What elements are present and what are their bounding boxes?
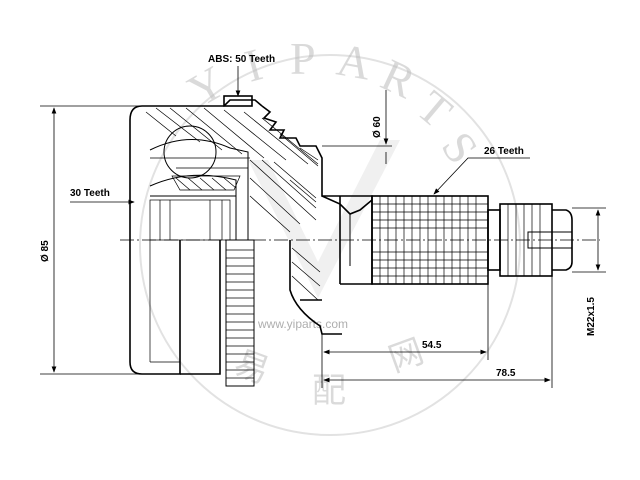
watermark-letter: R <box>374 49 424 108</box>
teeth-26-label: 26 Teeth <box>484 146 524 157</box>
abs-callout: ABS: 50 Teeth <box>208 54 275 97</box>
watermark-url: www.yiparts.com <box>257 317 348 331</box>
dimension-thread: M22x1.5 <box>572 207 606 336</box>
dimension-78-5: 78.5 <box>323 276 553 388</box>
abs-ring <box>225 239 255 387</box>
inner-race <box>149 125 250 241</box>
watermark-letter: A <box>333 34 375 90</box>
watermark-letter: P <box>290 33 316 84</box>
shaft <box>339 195 573 285</box>
teeth-30-callout: 30 Teeth <box>70 188 135 205</box>
abs-teeth-label: ABS: 50 Teeth <box>208 54 275 65</box>
watermark-letter: I <box>239 38 267 91</box>
watermark-char: 配 <box>312 373 346 410</box>
hatching <box>145 107 321 301</box>
thread-section <box>499 203 553 277</box>
dim-54-5-label: 54.5 <box>422 340 442 351</box>
dia-60-label: Ø 60 <box>372 116 383 138</box>
thread-label: M22x1.5 <box>586 297 597 336</box>
dim-78-5-label: 78.5 <box>496 368 516 379</box>
teeth-30-label: 30 Teeth <box>70 188 110 199</box>
dia-85-label: Ø 85 <box>40 240 51 262</box>
watermark-letter: S <box>432 122 488 172</box>
ball <box>163 125 217 179</box>
dimension-dia-60: Ø 60 <box>322 90 392 164</box>
watermark-letter: T <box>408 81 462 138</box>
watermark-char: 易 <box>229 345 274 391</box>
dimension-dia-85: Ø 85 <box>40 105 142 375</box>
dimension-54-5: 54.5 <box>321 284 489 388</box>
teeth-26-callout: 26 Teeth <box>433 146 530 195</box>
